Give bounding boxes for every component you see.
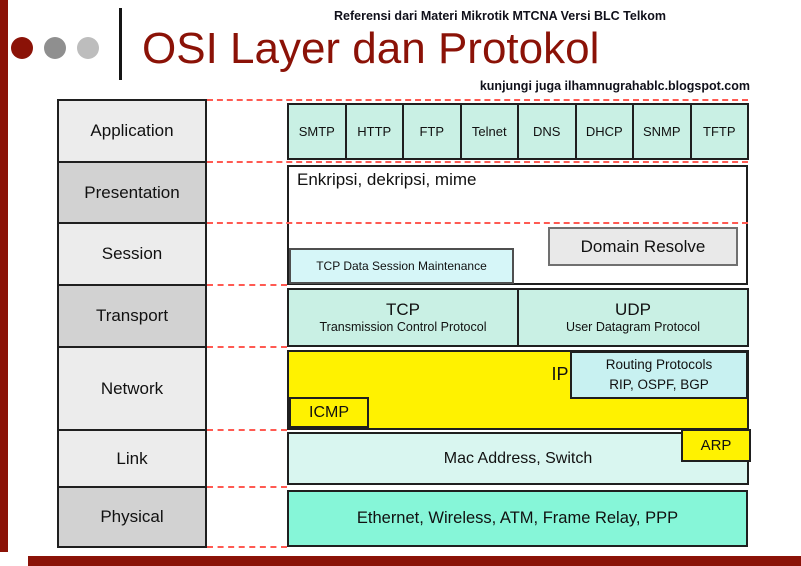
arp-box: ARP xyxy=(681,429,751,462)
udp-subtitle: User Datagram Protocol xyxy=(565,320,701,335)
tcp-box: TCP Transmission Control Protocol xyxy=(287,288,519,347)
udp-title: UDP xyxy=(615,299,651,319)
layer-label-presentation: Presentation xyxy=(57,161,207,224)
layer-label-physical: Physical xyxy=(57,486,207,548)
transport-row: TCP Transmission Control Protocol UDP Us… xyxy=(287,288,749,347)
protocol-box-dhcp: DHCP xyxy=(574,103,634,160)
protocol-box-telnet: Telnet xyxy=(459,103,519,160)
bottom-accent-bar xyxy=(28,556,801,566)
udp-box: UDP User Datagram Protocol xyxy=(517,288,749,347)
protocol-box-ftp: FTP xyxy=(402,103,462,160)
row-divider-dashed xyxy=(207,346,287,348)
routing-line1: Routing Protocols xyxy=(605,357,713,373)
bullet-dot-red xyxy=(11,37,33,59)
protocol-box-http: HTTP xyxy=(344,103,404,160)
slide-title: OSI Layer dan Protokol xyxy=(142,24,600,73)
row-divider-dashed xyxy=(207,429,287,431)
row-divider-dashed xyxy=(207,486,287,488)
row-divider-dashed xyxy=(207,161,748,163)
row-divider-dashed xyxy=(207,546,287,548)
tcp-subtitle: Transmission Control Protocol xyxy=(319,320,487,335)
protocol-box-tftp: TFTP xyxy=(689,103,749,160)
icmp-box: ICMP xyxy=(289,397,369,428)
protocol-box-snmp: SNMP xyxy=(632,103,692,160)
header-divider-line xyxy=(119,8,122,80)
layer-label-transport: Transport xyxy=(57,284,207,348)
tcp-title: TCP xyxy=(386,299,420,319)
ip-label: IP xyxy=(551,364,569,384)
physical-protocols-box: Ethernet, Wireless, ATM, Frame Relay, PP… xyxy=(287,490,748,547)
presentation-note: Enkripsi, dekripsi, mime xyxy=(297,170,477,189)
layer-label-link: Link xyxy=(57,429,207,488)
routing-line2: RIP, OSPF, BGP xyxy=(609,377,709,392)
row-divider-dashed xyxy=(207,99,748,101)
routing-protocols-box: Routing Protocols RIP, OSPF, BGP xyxy=(570,351,748,399)
layer-label-network: Network xyxy=(57,346,207,431)
protocol-box-smtp: SMTP xyxy=(287,103,347,160)
layer-label-session: Session xyxy=(57,222,207,286)
row-divider-dashed xyxy=(207,222,748,224)
domain-resolve-box: Domain Resolve xyxy=(548,227,738,266)
mac-address-switch-box: Mac Address, Switch xyxy=(287,432,749,485)
reference-text: Referensi dari Materi Mikrotik MTCNA Ver… xyxy=(333,9,667,23)
blog-url-text: kunjungi juga ilhamnugrahablc.blogspot.c… xyxy=(479,79,750,93)
protocol-box-dns: DNS xyxy=(517,103,577,160)
bullet-dot-lightgray xyxy=(77,37,99,59)
layer-label-application: Application xyxy=(57,99,207,163)
bullet-dot-gray xyxy=(44,37,66,59)
left-accent-bar xyxy=(0,0,8,552)
tcp-session-maintenance-box: TCP Data Session Maintenance xyxy=(289,248,514,284)
application-protocol-row: SMTP HTTP FTP Telnet DNS DHCP SNMP TFTP xyxy=(287,103,749,160)
row-divider-dashed xyxy=(207,284,287,286)
